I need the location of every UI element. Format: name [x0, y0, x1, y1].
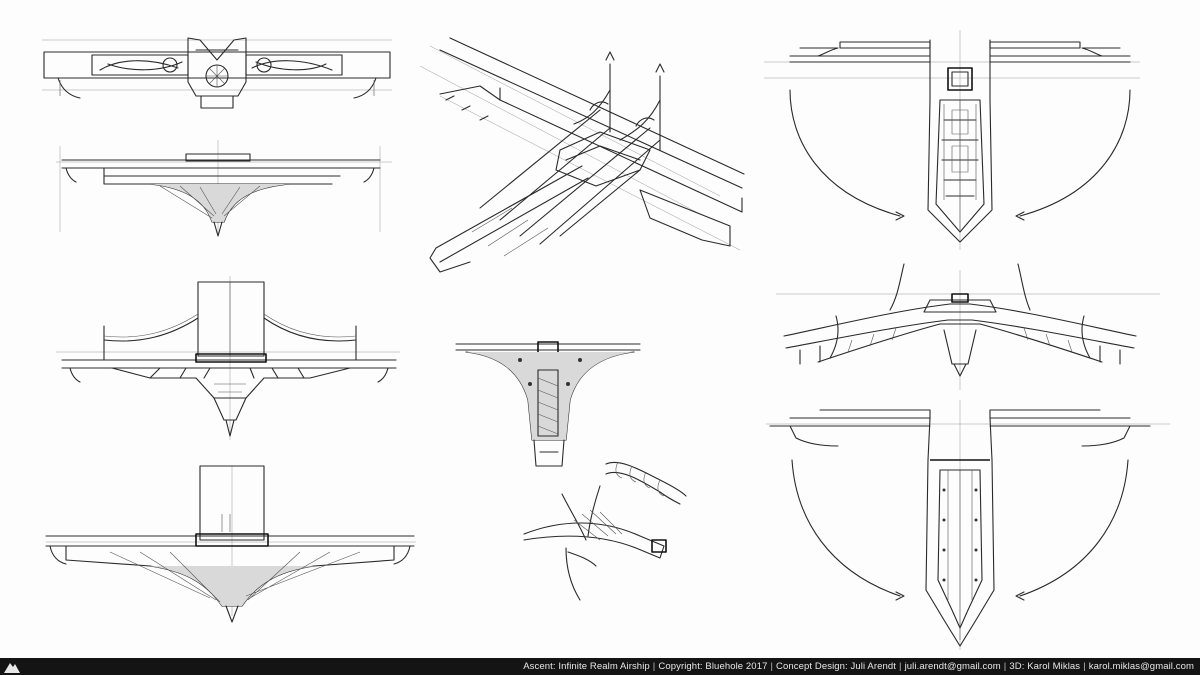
concept-designer: Concept Design: Juli Arendt	[776, 661, 896, 672]
sketch-side-elevation-slim	[56, 140, 392, 237]
project-title: Ascent: Infinite Realm Airship	[523, 661, 650, 672]
copyright-notice: Copyright: Bluehole 2017	[658, 661, 768, 672]
sketch-side-heavy	[45, 465, 416, 623]
sketch-isometric-view	[419, 37, 745, 273]
sketch-top-plan-view	[764, 30, 1140, 250]
sketch-perspective-side-view	[776, 263, 1160, 390]
modeler-email: karol.miklas@gmail.com	[1088, 661, 1194, 672]
sketch-bottom-plan-view	[766, 400, 1170, 650]
separator: |	[898, 661, 902, 672]
separator: |	[652, 661, 656, 672]
sketch-top-ornamental-view	[42, 37, 392, 109]
separator: |	[1083, 661, 1086, 672]
concept-designer-email: juli.arendt@gmail.com	[904, 661, 1001, 672]
credits-footer: Ascent: Infinite Realm Airship|Copyright…	[0, 658, 1200, 675]
concept-sketch-sheet	[42, 30, 1170, 650]
sketch-side-with-suspension	[56, 276, 400, 440]
credits-text: Ascent: Infinite Realm Airship|Copyright…	[523, 660, 1194, 673]
mountain-logo-icon	[4, 663, 20, 673]
modeler-credit: 3D: Karol Miklas	[1009, 661, 1081, 672]
separator: |	[770, 661, 774, 672]
separator: |	[1003, 661, 1007, 672]
sketch-small-perspective-details	[523, 461, 687, 601]
sketch-bracket-cross-section	[455, 341, 641, 467]
